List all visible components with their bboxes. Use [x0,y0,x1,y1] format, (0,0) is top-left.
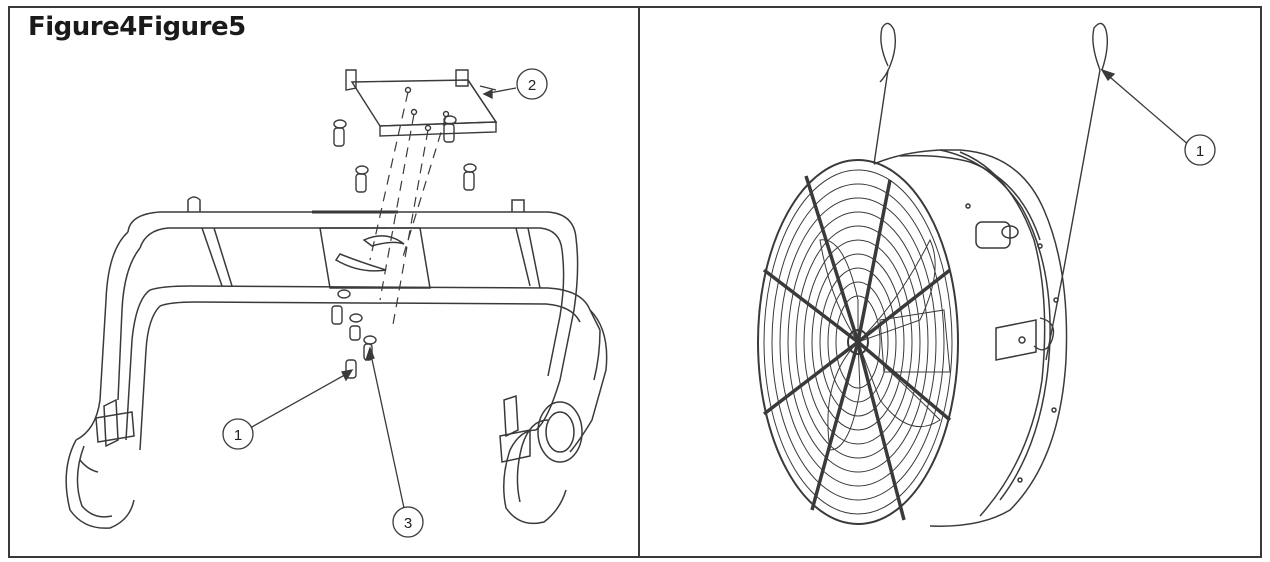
grille-spokes [762,175,952,521]
figure-frame [8,6,1262,558]
fan-housing [873,149,1068,527]
figure4-leaders [249,87,517,509]
panel-divider [638,6,640,558]
callout-label: 1 [234,427,242,444]
callout-2-left: 2 [516,68,548,100]
figure-title: Figure4Figure5 [28,12,246,42]
u-frame-tube [65,196,608,529]
upper-bolts [333,115,477,193]
lower-bolts [331,289,377,379]
callout-1-right: 1 [1184,134,1216,166]
figure5-leader [1100,68,1191,147]
exploded-guide-lines [369,91,447,331]
fan-grille [757,159,959,525]
callout-label: 2 [528,77,536,94]
figure4-panel [65,69,608,529]
callout-label: 1 [1196,143,1204,160]
callout-label: 3 [404,515,412,532]
hanging-cables [873,22,1109,361]
callout-1-left: 1 [222,418,254,450]
callout-3-left: 3 [392,506,424,538]
figure5-panel [757,22,1191,527]
